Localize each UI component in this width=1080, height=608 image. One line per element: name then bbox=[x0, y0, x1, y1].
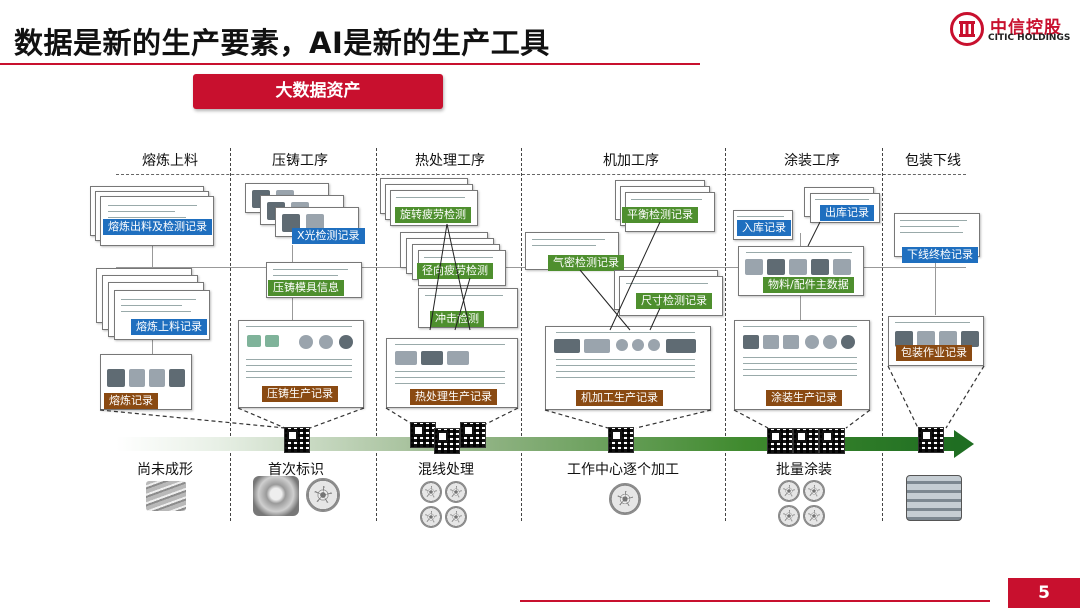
logo-text-en: CITIC HOLDINGS bbox=[988, 33, 1071, 43]
packed-wheels-image bbox=[906, 475, 962, 521]
stage-separator bbox=[376, 148, 377, 521]
step-mixed-line: 混线处理 bbox=[418, 462, 474, 478]
step-batch-coating: 批量涂装 bbox=[776, 462, 832, 478]
wheel-icon bbox=[803, 505, 825, 527]
radial-fatigue-label: 径向疲劳检测 bbox=[417, 263, 493, 279]
wheel-icon bbox=[778, 480, 800, 502]
step-work-center: 工作中心逐个加工 bbox=[567, 462, 679, 478]
qr-code-icon bbox=[410, 422, 436, 448]
xray-record-label: X光检测记录 bbox=[292, 228, 365, 244]
machining-record-label: 机加工生产记录 bbox=[576, 390, 663, 406]
logo-text-cn: 中信控股 bbox=[990, 18, 1062, 38]
step-unformed: 尚未成形 bbox=[137, 462, 193, 478]
raw-casting-image bbox=[253, 476, 299, 516]
wheel-icon bbox=[609, 483, 641, 515]
balance-test-label: 平衡检测记录 bbox=[622, 207, 698, 223]
process-flow-arrow bbox=[116, 437, 956, 451]
page-title: 数据是新的生产要素，AI是新的生产工具 bbox=[14, 26, 550, 60]
qr-code-icon bbox=[608, 427, 634, 453]
coating-record-label: 涂装生产记录 bbox=[766, 390, 842, 406]
die-cast-record-label: 压铸生产记录 bbox=[262, 386, 338, 402]
wheel-icon bbox=[306, 478, 340, 512]
wheel-icon bbox=[778, 505, 800, 527]
aluminum-ingots-image bbox=[146, 481, 186, 511]
qr-code-icon bbox=[284, 427, 310, 453]
stage-separator bbox=[882, 148, 883, 521]
qr-code-icon bbox=[793, 428, 819, 454]
stage-die-casting: 压铸工序 bbox=[272, 153, 328, 169]
header-divider bbox=[116, 174, 966, 175]
qr-code-icon bbox=[918, 427, 944, 453]
qr-code-icon bbox=[434, 428, 460, 454]
qr-code-icon bbox=[767, 428, 793, 454]
stage-separator bbox=[230, 148, 231, 521]
wheel-icon bbox=[420, 481, 442, 503]
citic-logo-icon bbox=[950, 12, 984, 46]
footer-rule bbox=[520, 600, 990, 602]
big-data-assets-banner: 大数据资产 bbox=[193, 74, 443, 109]
outbound-record-label: 出库记录 bbox=[820, 205, 874, 221]
qr-code-icon bbox=[460, 422, 486, 448]
dimension-test-label: 尺寸检测记录 bbox=[636, 293, 712, 309]
company-logo: 中信控股 CITIC HOLDINGS bbox=[950, 12, 1070, 46]
packing-record-label: 包装作业记录 bbox=[896, 345, 972, 361]
step-first-marking: 首次标识 bbox=[268, 462, 324, 478]
die-info-label: 压铸模具信息 bbox=[268, 280, 344, 296]
wheel-icon bbox=[803, 480, 825, 502]
wheel-icon bbox=[420, 506, 442, 528]
stage-packing: 包装下线 bbox=[905, 153, 961, 169]
smelting-feed-record-label: 熔炼上料记录 bbox=[131, 319, 207, 335]
title-rule bbox=[0, 63, 700, 65]
air-tightness-label: 气密检测记录 bbox=[548, 255, 624, 271]
stage-coating: 涂装工序 bbox=[784, 153, 840, 169]
smelting-output-record-label: 熔炼出料及检测记录 bbox=[103, 219, 212, 235]
heat-record-label: 热处理生产记录 bbox=[410, 389, 497, 405]
stage-machining: 机加工序 bbox=[603, 153, 659, 169]
page-number: 5 bbox=[1008, 578, 1080, 608]
qr-code-icon bbox=[819, 428, 845, 454]
wheel-icon bbox=[445, 506, 467, 528]
stage-smelting: 熔炼上料 bbox=[142, 153, 198, 169]
final-check-label: 下线终检记录 bbox=[902, 247, 978, 263]
rotational-fatigue-label: 旋转疲劳检测 bbox=[395, 207, 471, 223]
inbound-record-label: 入库记录 bbox=[737, 220, 791, 236]
material-master-label: 物料/配件主数据 bbox=[763, 277, 854, 293]
impact-test-label: 冲击检测 bbox=[430, 311, 484, 327]
stage-separator bbox=[725, 148, 726, 521]
process-flow-arrowhead bbox=[954, 430, 974, 458]
flow-line bbox=[935, 240, 936, 315]
smelting-record-label: 熔炼记录 bbox=[104, 393, 158, 409]
stage-separator bbox=[521, 148, 522, 521]
stage-heat-treatment: 热处理工序 bbox=[415, 153, 485, 169]
wheel-icon bbox=[445, 481, 467, 503]
